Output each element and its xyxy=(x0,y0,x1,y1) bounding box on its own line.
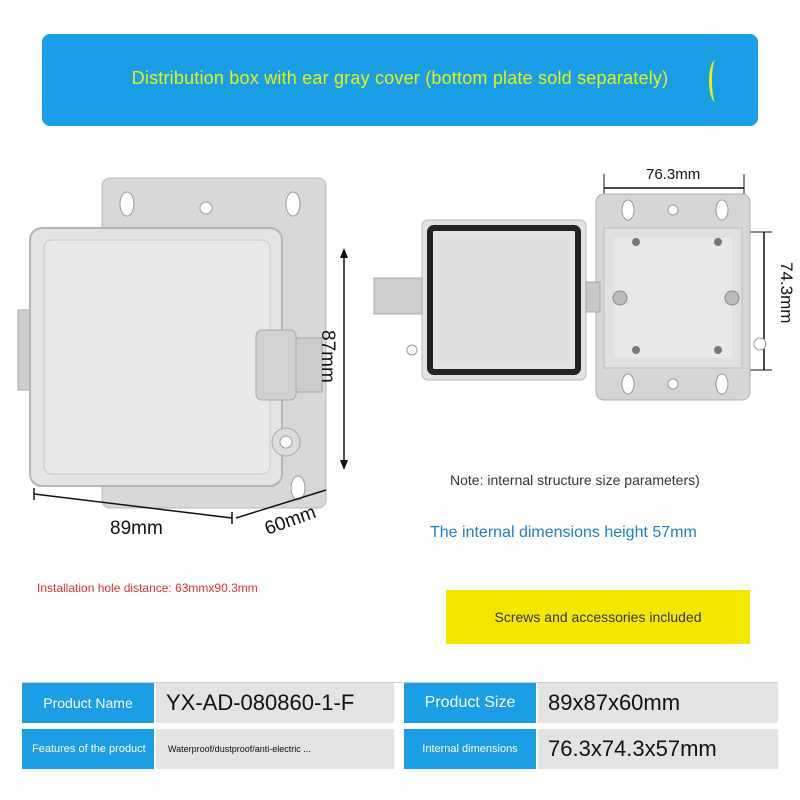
accessories-badge: Screws and accessories included xyxy=(446,590,750,644)
internal-dimensions-value: 76.3x74.3x57mm xyxy=(538,729,778,769)
closed-box-image xyxy=(17,177,327,509)
height-dimension-label: 87mm xyxy=(317,330,338,383)
internal-width-label: 76.3mm xyxy=(646,166,701,183)
banner-bracket-icon xyxy=(709,60,722,102)
product-name-value: YX-AD-080860-1-F xyxy=(156,683,394,723)
product-size-value: 89x87x60mm xyxy=(538,683,778,723)
banner-title: Distribution box with ear gray cover (bo… xyxy=(131,68,669,88)
internal-height-label: 74.3mm xyxy=(777,262,796,324)
internal-dimensions-label: Internal dimensions xyxy=(404,729,536,769)
installation-hole-note: Installation hole distance: 63mmx90.3mm xyxy=(37,581,258,595)
open-box-image xyxy=(373,193,767,401)
title-banner: Distribution box with ear gray cover (bo… xyxy=(42,34,758,126)
accessories-text: Screws and accessories included xyxy=(494,609,702,625)
internal-structure-note: Note: internal structure size parameters… xyxy=(450,472,700,488)
table-divider xyxy=(22,682,778,683)
internal-height-note: The internal dimensions height 57mm xyxy=(430,524,697,541)
width-dimension-label: 89mm xyxy=(110,518,163,539)
features-value: Waterproof/dustproof/anti-electric ... xyxy=(156,729,394,769)
product-size-label: Product Size xyxy=(404,683,536,723)
product-name-label: Product Name xyxy=(22,683,154,723)
features-label: Features of the product xyxy=(22,729,154,769)
